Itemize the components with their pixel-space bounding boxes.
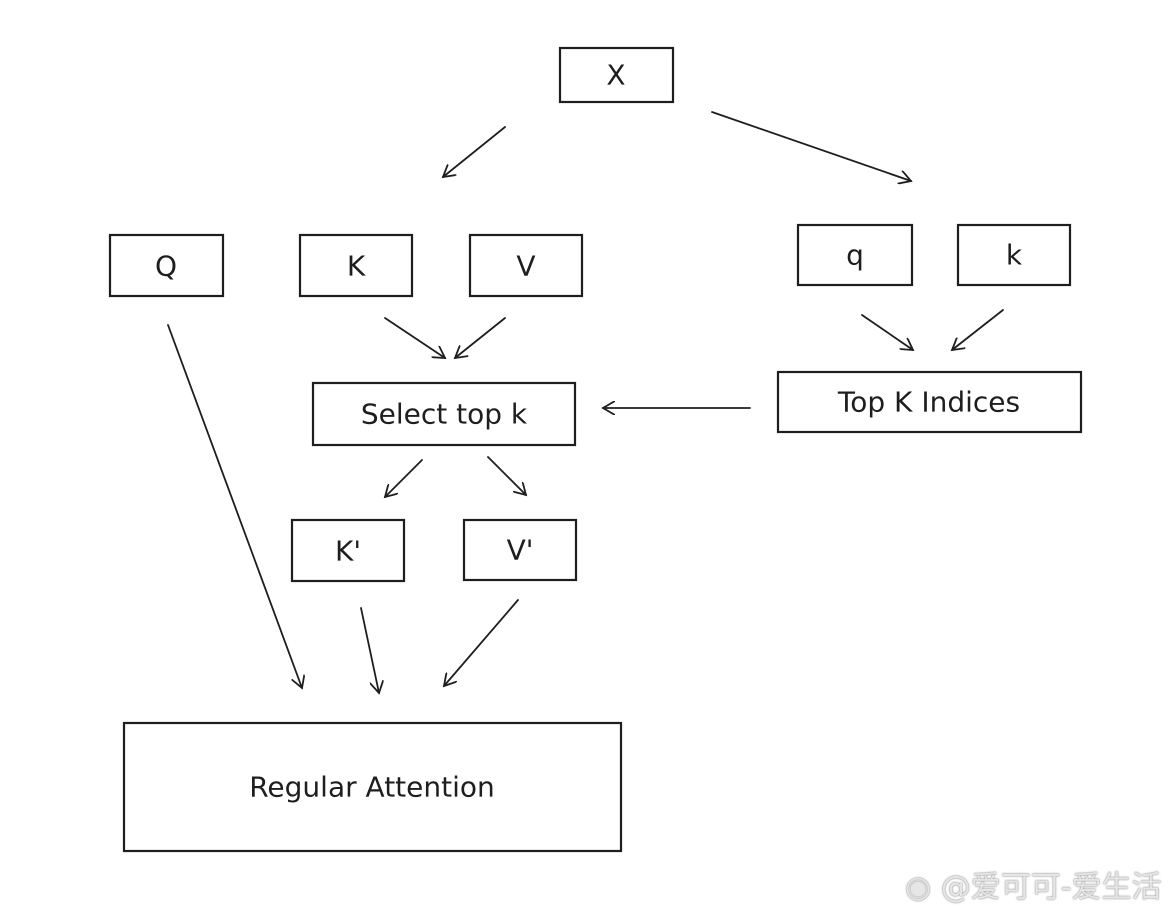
node-q: Q xyxy=(108,233,225,298)
arrows xyxy=(167,111,1004,693)
arrow-select-to-v-prime xyxy=(487,456,526,495)
arrow-x-to-qk xyxy=(711,111,911,181)
node-regular-attention-label: Regular Attention xyxy=(249,771,495,804)
arrow-q-to-attention xyxy=(167,324,302,688)
node-k-label: K xyxy=(347,250,366,283)
node-k-prime-label: K' xyxy=(335,535,361,568)
node-select-top-k: Select top k xyxy=(311,381,577,447)
arrow-k-to-select xyxy=(384,317,445,358)
arrow-k-prime-to-attention xyxy=(360,607,379,693)
arrow-select-to-k-prime xyxy=(385,459,423,497)
node-q-label: Q xyxy=(155,250,177,283)
node-x: X xyxy=(558,46,675,104)
weibo-icon: ◉ xyxy=(905,870,932,905)
node-v-prime-label: V' xyxy=(507,534,534,567)
watermark: ◉ @爱可可-爱生活 xyxy=(905,862,1162,906)
node-top-k-indices-label: Top K Indices xyxy=(837,386,1020,419)
node-v: V xyxy=(468,233,584,298)
node-top-k-indices: Top K Indices xyxy=(776,370,1083,434)
arrow-v-prime-to-attention xyxy=(444,599,519,686)
node-k: K xyxy=(298,233,414,298)
node-k-prime: K' xyxy=(290,518,406,583)
arrow-k-small-to-topk xyxy=(952,309,1004,350)
node-k-small: k xyxy=(956,223,1072,287)
node-x-label: X xyxy=(606,59,625,92)
node-q-small-label: q xyxy=(846,239,864,272)
arrow-q-small-to-topk xyxy=(861,314,913,350)
arrow-v-to-select xyxy=(455,317,506,358)
node-v-label: V xyxy=(516,250,535,283)
node-v-prime: V' xyxy=(462,518,578,582)
arrow-x-to-qkv xyxy=(443,126,506,177)
node-q-small: q xyxy=(796,223,914,287)
watermark-text: @爱可可-爱生活 xyxy=(940,870,1162,905)
node-regular-attention: Regular Attention xyxy=(122,721,623,853)
node-k-small-label: k xyxy=(1006,239,1023,272)
node-select-top-k-label: Select top k xyxy=(361,398,528,431)
